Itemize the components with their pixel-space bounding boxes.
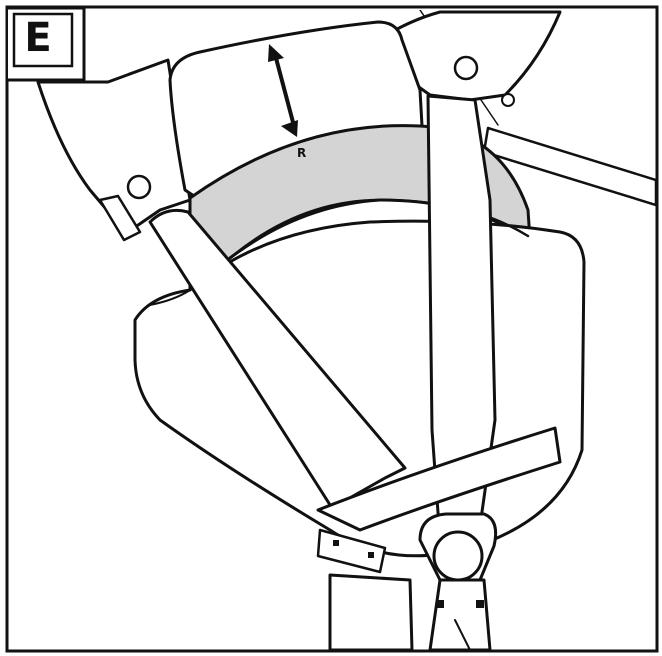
pivot-knob-right <box>453 55 479 81</box>
step-letter: E <box>24 15 52 61</box>
crotch-buckle <box>418 512 498 650</box>
pivot-knob-left <box>126 174 152 200</box>
waist-belt <box>316 426 562 532</box>
frame-arm-left <box>36 58 192 234</box>
harness-strap-left <box>148 208 407 510</box>
step-badge-inner <box>12 12 74 68</box>
adjustment-label: R <box>297 146 307 160</box>
double-arrow-icon <box>268 44 298 137</box>
strap-buckle-top <box>98 194 142 242</box>
step-badge: E <box>11 11 81 77</box>
pivot-pin <box>501 93 515 107</box>
lower-frame <box>328 573 414 650</box>
